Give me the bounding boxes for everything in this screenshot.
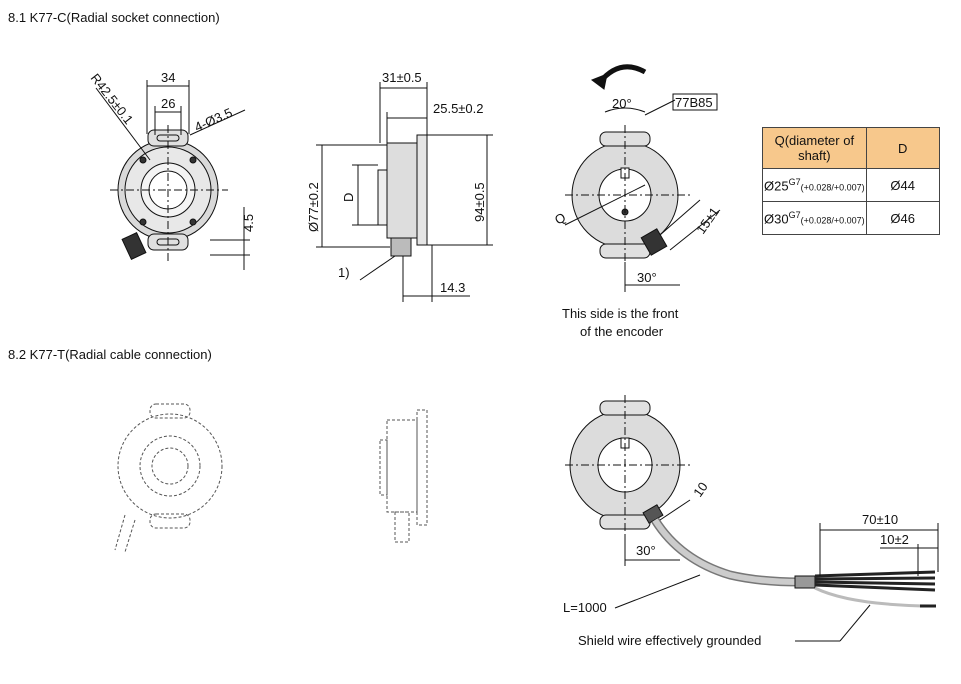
note-1: 1) xyxy=(338,265,350,280)
dim-14-3: 14.3 xyxy=(440,280,465,295)
table-header-q: Q(diameter of shaft) xyxy=(762,127,867,169)
angle-30: 30° xyxy=(637,270,657,285)
angle-30-cable: 30° xyxy=(636,543,656,558)
label-box xyxy=(672,93,718,111)
dim-10-2: 10±2 xyxy=(880,532,909,547)
dim-radius: R42.5±0.1 xyxy=(88,71,137,127)
table-row: Ø30G7(+0.028/+0.007) Ø46 xyxy=(762,201,940,235)
front-view-encoder xyxy=(95,80,250,270)
dim-77: Ø77±0.2 xyxy=(306,182,321,232)
side-view-encoder xyxy=(316,82,493,302)
dim-10: 10 xyxy=(690,479,711,499)
table-cell-q: Ø25G7(+0.028/+0.007) xyxy=(762,168,867,202)
dim-26: 26 xyxy=(161,96,175,111)
caption-line-2: of the encoder xyxy=(580,324,664,339)
cable-side-view-outline xyxy=(379,409,428,543)
table-cell-d: Ø44 xyxy=(865,168,940,202)
cable-view-encoder xyxy=(565,395,939,642)
section-title-cable: 8.2 K77-T(Radial cable connection) xyxy=(8,347,212,362)
dim-15: 15±1 xyxy=(693,205,722,237)
dim-d: D xyxy=(341,193,356,202)
table-cell-q: Ø30G7(+0.028/+0.007) xyxy=(762,201,867,235)
shaft-table: Q(diameter of shaft) D Ø25G7(+0.028/+0.0… xyxy=(762,127,940,235)
section-title-socket: 8.1 K77-C(Radial socket connection) xyxy=(8,10,220,25)
dim-25-5: 25.5±0.2 xyxy=(433,101,484,116)
dim-31: 31±0.5 xyxy=(382,70,422,85)
dim-70: 70±10 xyxy=(862,512,898,527)
table-header-d: D xyxy=(865,127,940,169)
table-row: Ø25G7(+0.028/+0.007) Ø44 xyxy=(762,168,940,202)
rear-view-encoder xyxy=(564,64,721,292)
dim-34: 34 xyxy=(161,70,175,85)
table-cell-d: Ø46 xyxy=(865,201,940,235)
label-77b85: 77B85 xyxy=(675,95,713,110)
dim-holes: 4-Ø3.5 xyxy=(192,105,234,135)
dim-4-5: 4.5 xyxy=(241,214,256,232)
cable-front-view-outline xyxy=(114,403,223,553)
cable-length: L=1000 xyxy=(563,600,607,615)
dim-94: 94±0.5 xyxy=(472,182,487,222)
shield-note: Shield wire effectively grounded xyxy=(578,633,761,648)
caption-line-1: This side is the front xyxy=(562,306,679,321)
angle-20: 20° xyxy=(612,96,632,111)
